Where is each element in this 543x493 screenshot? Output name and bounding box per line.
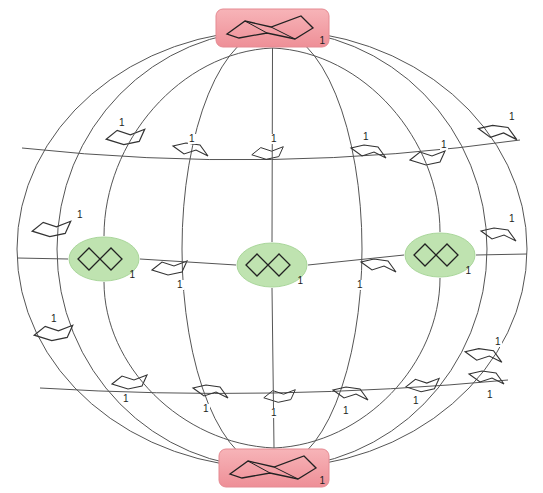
meridian-line (273, 48, 441, 232)
meridian-line (104, 282, 274, 448)
boat-oval: 1 (236, 242, 308, 288)
boat-highlight (404, 232, 476, 278)
atom-number: 1 (440, 140, 448, 150)
meridian-line (274, 278, 440, 448)
chair-highlight (215, 8, 330, 48)
atom-number: 1 (362, 132, 370, 142)
atom-number: 1 (118, 118, 126, 128)
atom-number: 1 (356, 280, 364, 290)
meridian-line (308, 255, 404, 265)
atom-number: 1 (486, 390, 494, 400)
boat-highlight (236, 242, 308, 288)
atom-number: 1 (270, 408, 278, 418)
atom-number: 1 (297, 276, 303, 286)
atom-number: 1 (508, 214, 516, 224)
atom-number: 1 (465, 266, 471, 276)
boat-oval: 1 (404, 232, 476, 278)
atom-number: 1 (412, 396, 420, 406)
atom-number: 1 (319, 36, 325, 46)
meridian-line (140, 259, 236, 265)
atom-number: 1 (50, 314, 58, 324)
meridian-line (272, 48, 274, 242)
atom-number: 1 (508, 112, 516, 122)
boat-oval: 1 (68, 236, 140, 282)
atom-number: 1 (129, 270, 135, 280)
atom-number: 1 (76, 210, 84, 220)
atom-number: 1 (176, 280, 184, 290)
atom-number: 1 (122, 394, 130, 404)
meridian-line (272, 288, 274, 448)
atom-number: 1 (342, 406, 350, 416)
atom-number: 1 (270, 134, 278, 144)
meridian-line (104, 48, 273, 236)
chair-box: 1 (215, 8, 330, 48)
boat-highlight (68, 236, 140, 282)
atom-number: 1 (494, 337, 502, 347)
chair-highlight (218, 448, 330, 488)
atom-number: 1 (319, 476, 325, 486)
chair-box: 1 (218, 448, 330, 488)
atom-number: 1 (188, 134, 196, 144)
atom-number: 1 (202, 404, 210, 414)
